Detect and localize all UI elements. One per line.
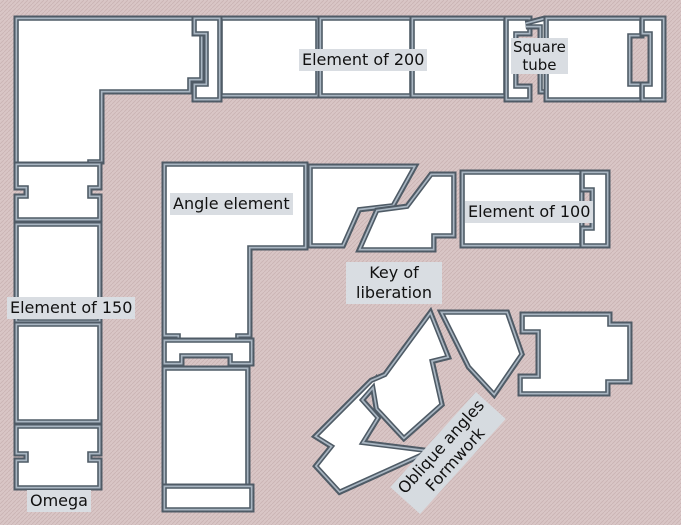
label-omega: Omega <box>27 490 91 512</box>
oblique-formwork-lower <box>310 306 453 496</box>
element-150-bottom <box>13 321 103 425</box>
label-element-of-200: Element of 200 <box>299 49 428 71</box>
frame-left-top <box>13 161 103 223</box>
element-middle-lower <box>161 365 251 493</box>
label-element-of-100: Element of 100 <box>465 201 594 223</box>
key-of-liberation-right <box>355 171 457 253</box>
element-150-top <box>13 221 103 325</box>
label-square-tube: Square tube <box>511 38 568 74</box>
angle-element-middle-base <box>161 337 255 367</box>
label-angle-element: Angle element <box>170 193 293 215</box>
connector-top-1 <box>191 15 223 103</box>
element-top-right-b <box>639 15 667 103</box>
omega-left <box>13 423 103 491</box>
element-200-c <box>409 15 509 99</box>
oblique-formwork-right-b <box>517 311 633 397</box>
element-100-end <box>579 169 611 249</box>
element-middle-bottom <box>161 483 255 513</box>
label-key-of-liberation: Key of liberation <box>346 262 442 304</box>
label-element-of-150: Element of 150 <box>7 297 136 319</box>
key-of-liberation-left <box>307 163 420 249</box>
oblique-formwork-right-a <box>436 309 525 400</box>
